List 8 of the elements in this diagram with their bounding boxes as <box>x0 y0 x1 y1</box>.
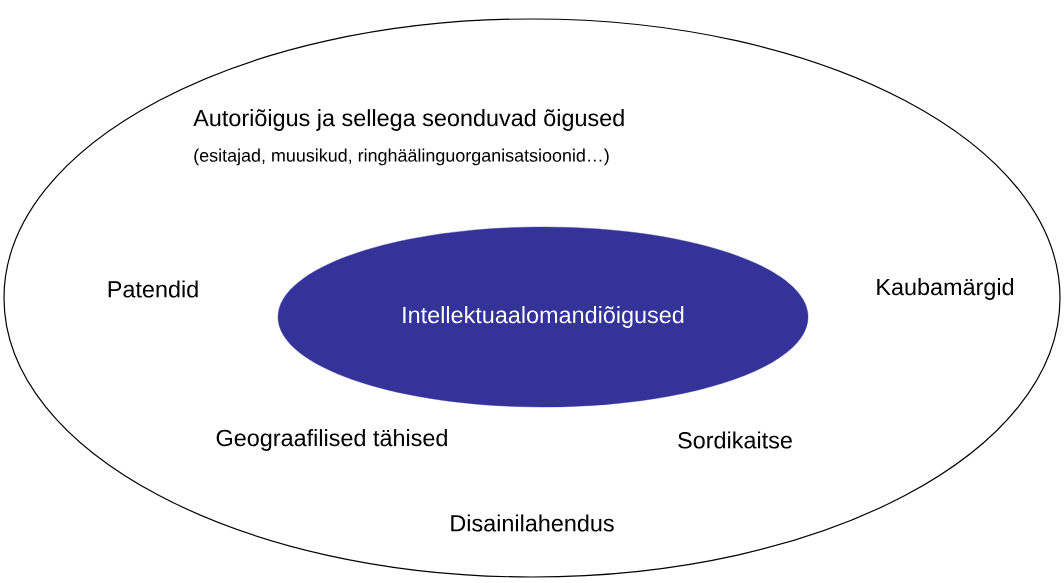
outer-ellipse <box>3 18 1061 578</box>
category-label: (esitajad, muusikud, ringhäälinguorganisatsioonid…) <box>194 148 609 166</box>
category-label: Disainilahendus <box>451 514 614 532</box>
category-label: Kaubamärgid <box>877 278 1014 300</box>
category-label: Geograafilised tähised <box>216 429 447 451</box>
category-label: Sordikaitse <box>678 431 792 449</box>
category-label: Autoriõigus ja sellega seonduvad õigused <box>193 109 624 131</box>
category-label: Patendid <box>108 280 198 298</box>
